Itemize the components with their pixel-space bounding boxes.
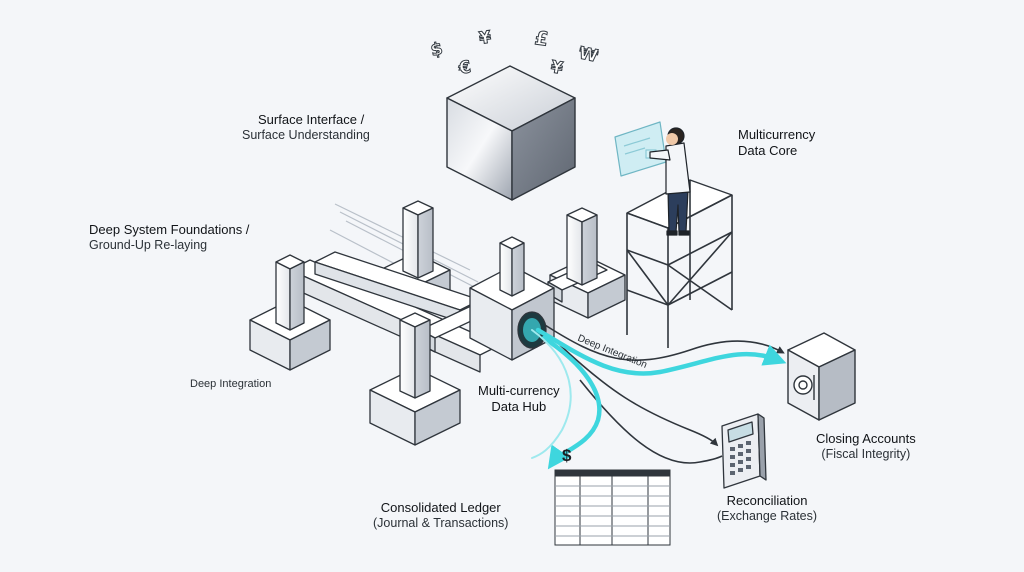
label-deep-foundations: Deep System Foundations / Ground-Up Re-l…	[89, 222, 249, 254]
ledger-dollar-icon: $	[562, 446, 572, 465]
label-subtitle: (Exchange Rates)	[717, 509, 818, 524]
currency-symbol: ¥	[549, 57, 564, 79]
label-subtitle: (Fiscal Integrity)	[821, 447, 911, 462]
label-closing-accounts: Closing Accounts (Fiscal Integrity)	[816, 431, 916, 463]
label-reconciliation: Reconciliation (Exchange Rates)	[717, 493, 817, 525]
label-multicurrency-core: Multicurrency Data Core	[738, 127, 815, 160]
currency-symbol: £	[533, 27, 549, 51]
label-subtitle: Surface Understanding	[242, 128, 370, 143]
label-title: Deep System Foundations /	[89, 222, 250, 237]
ledger-table	[554, 469, 671, 546]
currency-symbol: ¥	[478, 27, 493, 48]
label-title: Multicurrency	[738, 127, 816, 142]
flow-lines-accent	[531, 327, 787, 470]
flow-lines-dark	[544, 324, 785, 464]
currency-symbol: $	[429, 39, 445, 61]
label-subtitle: Ground-Up Re-laying	[89, 238, 208, 253]
safe-icon	[787, 332, 856, 421]
currency-symbols: $ ¥ £ ₩ € ¥	[428, 27, 600, 80]
label-surface-interface: Surface Interface / Surface Understandin…	[242, 112, 370, 144]
label-deep-integration-left: Deep Integration	[190, 378, 272, 390]
currency-symbol: ₩	[577, 43, 600, 67]
label-title: Reconciliation	[726, 493, 808, 508]
label-consolidated-ledger: Consolidated Ledger (Journal & Transacti…	[373, 500, 508, 532]
glass-cube	[446, 65, 576, 201]
label-title: Multi-currency	[478, 383, 560, 398]
label-title: Consolidated Ledger	[380, 500, 501, 515]
label-title: Surface Interface /	[258, 112, 365, 127]
currency-symbol: €	[456, 57, 472, 79]
label-subtitle: Data Hub	[491, 399, 547, 415]
calculator-icon	[721, 413, 767, 489]
label-data-hub: Multi-currency Data Hub	[478, 383, 560, 416]
label-subtitle: Data Core	[738, 143, 798, 159]
label-subtitle: (Journal & Transactions)	[373, 516, 509, 531]
label-title: Closing Accounts	[816, 431, 916, 446]
worker-figure	[614, 121, 691, 236]
